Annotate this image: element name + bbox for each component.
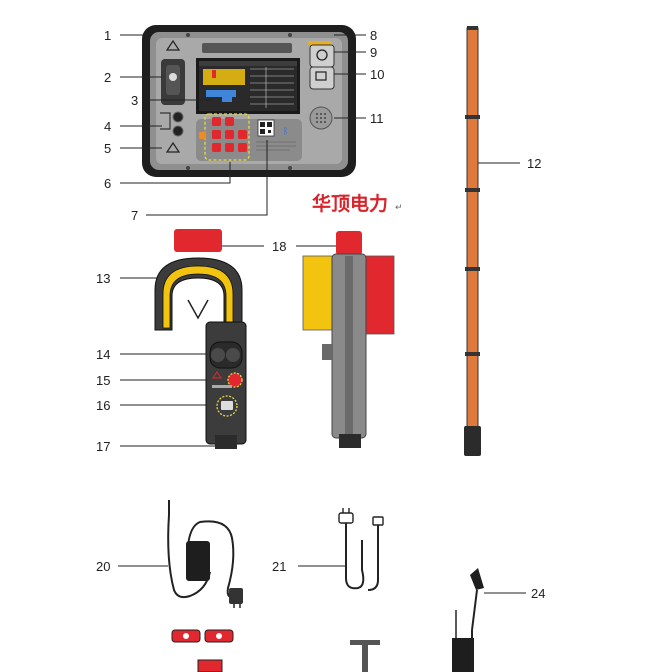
- key-button: [238, 130, 247, 139]
- bracket-mark: [160, 112, 171, 130]
- screw-icon: [186, 33, 190, 37]
- socket-pin: [169, 73, 177, 81]
- key-button: [212, 143, 221, 152]
- callout-5: 5: [104, 141, 111, 156]
- callout-15: 15: [96, 373, 110, 388]
- rod-handle: [464, 426, 481, 456]
- side-jaw-red: [361, 255, 395, 335]
- callout-17: 17: [96, 439, 110, 454]
- key-button: [238, 143, 247, 152]
- callout-7: 7: [131, 208, 138, 223]
- screen-waveform: [203, 69, 245, 85]
- clamp-warning-icon: [212, 371, 222, 379]
- screw-icon: [288, 33, 292, 37]
- callout-numbers: 1 2 3 4 5 6 7 8 9 10 11 12 13 14 15 16 1…: [96, 28, 545, 601]
- bottom-t-probe: [350, 640, 380, 672]
- screen-icon: [222, 92, 232, 102]
- callout-13: 13: [96, 271, 110, 286]
- clamp-front-view: [154, 229, 247, 449]
- bottom-red-clips: [171, 629, 234, 672]
- callout-6: 6: [104, 176, 111, 191]
- spec-label: [256, 141, 296, 151]
- brand-watermark: 华顶电力: [312, 192, 388, 215]
- callout-2: 2: [104, 70, 111, 85]
- lead-plug: [452, 638, 474, 672]
- warning-triangle-icon: [165, 39, 181, 51]
- callout-16: 16: [96, 398, 110, 413]
- clamp-indicator-highlight: [216, 395, 238, 417]
- side-connector: [339, 434, 361, 448]
- clamp-display: [221, 401, 233, 410]
- key-button: [212, 130, 221, 139]
- side-trigger-red: [336, 231, 362, 255]
- callout-1: 1: [104, 28, 111, 43]
- button-9: [309, 44, 335, 68]
- top-slot: [202, 43, 292, 53]
- brand-cursor: ↵: [395, 203, 403, 213]
- callout-10: 10: [370, 67, 384, 82]
- speaker-holes: [316, 113, 326, 123]
- screen-bar: [206, 90, 236, 97]
- clamp-side-view: [302, 231, 395, 448]
- usb-port: [308, 41, 332, 45]
- main-instrument: ᛒ: [142, 25, 356, 177]
- rod-joint: [465, 115, 480, 119]
- rod-joint: [465, 188, 480, 192]
- callout-12: 12: [527, 156, 541, 171]
- screen-header: [199, 61, 297, 66]
- rod-joint: [465, 352, 480, 356]
- key-button: [212, 117, 221, 126]
- screen-marker: [212, 70, 216, 78]
- side-button: [322, 344, 332, 360]
- usb-plug-icon: [372, 516, 384, 526]
- insulating-rod: [464, 26, 481, 456]
- alligator-clip-icon: [470, 568, 484, 590]
- screen-table: [250, 67, 294, 108]
- callout-3: 3: [131, 93, 138, 108]
- screw-icon: [186, 166, 190, 170]
- callout-20: 20: [96, 559, 110, 574]
- clamp-connector: [215, 435, 237, 449]
- key-button: [225, 117, 234, 126]
- lcd-screen: [199, 61, 297, 111]
- rod-joint: [465, 267, 480, 271]
- warning-triangle-icon: [165, 141, 181, 153]
- ok-icon: [316, 49, 328, 61]
- callout-11: 11: [370, 111, 384, 126]
- callout-14: 14: [96, 347, 110, 362]
- charger-cable: [167, 514, 211, 599]
- clamp-power-button: [227, 372, 243, 388]
- charger-plug-icon: [229, 588, 243, 604]
- button-10: [309, 66, 335, 90]
- clamp-jaw-tip: [187, 299, 209, 320]
- callout-21: 21: [272, 559, 286, 574]
- bluetooth-icon: ᛒ: [283, 126, 288, 137]
- rod-body: [466, 27, 479, 429]
- callout-9: 9: [370, 45, 377, 60]
- callout-18: 18: [272, 239, 286, 254]
- charger-brick: [186, 541, 210, 581]
- callout-8: 8: [370, 28, 377, 43]
- callout-4: 4: [104, 119, 111, 134]
- test-lead-clip: [452, 568, 484, 672]
- terminal-port: [172, 111, 184, 123]
- side-jaw-yellow: [302, 255, 337, 331]
- clamp-trigger-red: [174, 229, 222, 252]
- power-key: [199, 132, 206, 139]
- terminal-port: [172, 125, 184, 137]
- screw-icon: [288, 166, 292, 170]
- key-button: [225, 130, 234, 139]
- key-button: [225, 143, 234, 152]
- charger-adapter: [167, 500, 243, 608]
- connection-cable: [338, 508, 384, 591]
- callout-leaders: [118, 34, 526, 594]
- control-panel: [196, 119, 302, 161]
- cable-plug-icon: [338, 512, 354, 524]
- print-icon: [315, 71, 327, 81]
- callout-24: 24: [531, 586, 545, 601]
